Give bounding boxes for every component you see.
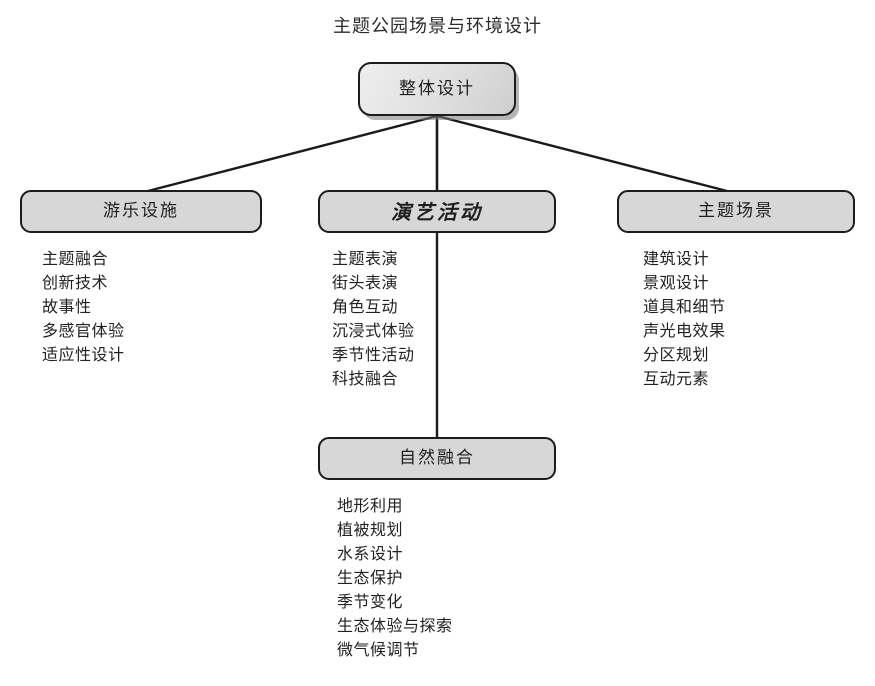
list-item: 主题融合 — [42, 249, 109, 268]
list-item: 季节变化 — [337, 592, 404, 611]
node-amusement-facilities[interactable]: 游乐设施 — [20, 190, 262, 233]
list-item: 生态体验与探索 — [337, 616, 453, 635]
list-item: 互动元素 — [643, 369, 710, 388]
node-nature-integration-label: 自然融合 — [399, 448, 475, 468]
node-performance-activities[interactable]: 演艺活动 — [318, 190, 556, 233]
node-themed-scenes-label: 主题场景 — [698, 201, 774, 221]
list-item: 分区规划 — [643, 345, 710, 364]
list-item: 微气候调节 — [337, 640, 420, 659]
list-item: 科技融合 — [332, 369, 399, 388]
edge-root-to-themed-scenes — [436, 114, 728, 193]
list-item: 建筑设计 — [643, 249, 710, 268]
list-item: 水系设计 — [337, 544, 404, 563]
edge-root-to-amusement — [147, 114, 438, 193]
node-nature-integration[interactable]: 自然融合 — [318, 437, 556, 480]
list-themed-scenes: 建筑设计 景观设计 道具和细节 声光电效果 分区规划 互动元素 — [643, 247, 726, 391]
list-item: 景观设计 — [643, 273, 710, 292]
list-item: 故事性 — [42, 297, 92, 316]
list-performance-activities: 主题表演 街头表演 角色互动 沉浸式体验 季节性活动 科技融合 — [332, 247, 415, 391]
list-item: 地形利用 — [337, 496, 404, 515]
list-item: 季节性活动 — [332, 345, 415, 364]
node-amusement-facilities-label: 游乐设施 — [103, 201, 179, 221]
node-root[interactable]: 整体设计 — [358, 62, 516, 116]
list-item: 植被规划 — [337, 520, 404, 539]
list-item: 角色互动 — [332, 297, 399, 316]
node-performance-activities-label: 演艺活动 — [391, 199, 483, 224]
list-amusement-facilities: 主题融合 创新技术 故事性 多感官体验 适应性设计 — [42, 247, 125, 367]
list-item: 道具和细节 — [643, 297, 726, 316]
node-root-label: 整体设计 — [399, 78, 475, 99]
list-item: 主题表演 — [332, 249, 399, 268]
list-item: 沉浸式体验 — [332, 321, 415, 340]
page-title: 主题公园场景与环境设计 — [333, 16, 542, 37]
list-item: 街头表演 — [332, 273, 399, 292]
list-item: 多感官体验 — [42, 321, 125, 340]
list-item: 声光电效果 — [643, 321, 726, 340]
list-item: 适应性设计 — [42, 345, 125, 364]
list-item: 生态保护 — [337, 568, 404, 587]
list-item: 创新技术 — [42, 273, 109, 292]
node-themed-scenes[interactable]: 主题场景 — [617, 190, 855, 233]
list-nature-integration: 地形利用 植被规划 水系设计 生态保护 季节变化 生态体验与探索 微气候调节 — [337, 494, 453, 662]
